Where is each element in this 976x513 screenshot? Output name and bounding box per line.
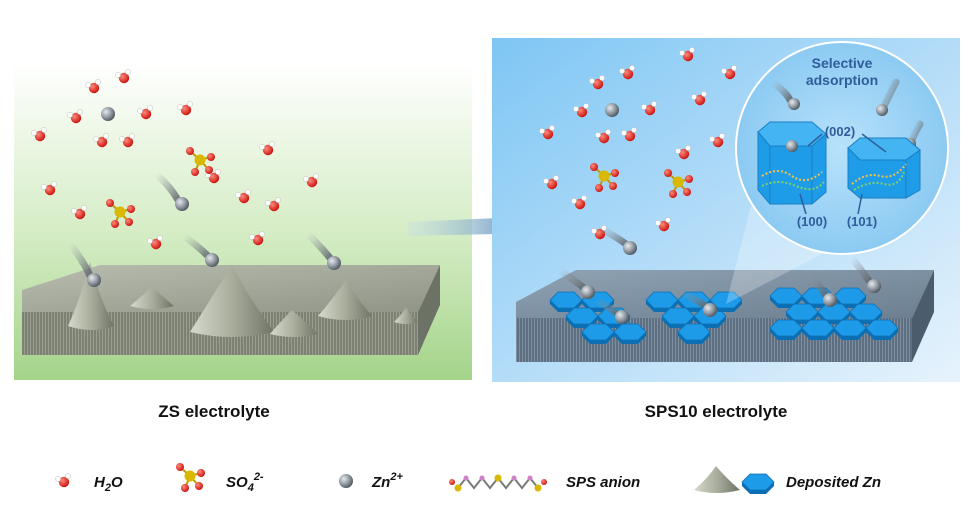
legend-zn: Zn [371, 474, 390, 491]
zinc-ions-left [66, 107, 341, 287]
legend-h2o-o: O [111, 474, 123, 491]
legend-sps-label: SPS anion [566, 474, 640, 491]
transition-arrow [408, 206, 526, 246]
left-panel [14, 62, 472, 380]
legend: H2O SO42- Zn2+ SPS anion Deposited Zn [55, 462, 881, 495]
facet-label-002: (002) [825, 124, 855, 139]
crystal-101-facet [847, 137, 921, 199]
svg-text:Zn2+: Zn2+ [371, 471, 403, 491]
inset-title-line1: Selective [812, 55, 873, 71]
facet-label-100: (100) [797, 214, 827, 229]
legend-zn-sup: 2+ [389, 471, 403, 483]
svg-text:SO42-: SO42- [226, 471, 264, 494]
right-panel-label: SPS10 electrolyte [645, 402, 788, 421]
facet-label-101: (101) [847, 214, 877, 229]
legend-so4-so: SO [226, 474, 248, 491]
legend-deposited-label: Deposited Zn [786, 474, 881, 491]
legend-so4-sub: 4 [247, 482, 254, 494]
zinc-ions-right [556, 103, 881, 324]
crystal-100-facet [757, 121, 827, 205]
legend-deposited-zn: Deposited Zn [694, 466, 881, 495]
legend-h2o-sub: 2 [104, 482, 111, 494]
inset-title-line2: adsorption [806, 72, 878, 88]
legend-h2o: H2O [55, 473, 123, 494]
legend-zinc-ion: Zn2+ [339, 471, 403, 491]
legend-sulfate: SO42- [175, 462, 264, 494]
svg-text:H2O: H2O [94, 474, 123, 494]
legend-so4-sup: 2- [253, 471, 264, 483]
left-panel-label: ZS electrolyte [158, 402, 270, 421]
selective-adsorption-inset: Selective adsorption [735, 41, 949, 255]
legend-h2o-h: H [94, 474, 106, 491]
zinc-dendrites [68, 262, 418, 337]
legend-sps-anion: SPS anion [449, 474, 640, 492]
right-panel: Selective adsorption [492, 38, 960, 382]
